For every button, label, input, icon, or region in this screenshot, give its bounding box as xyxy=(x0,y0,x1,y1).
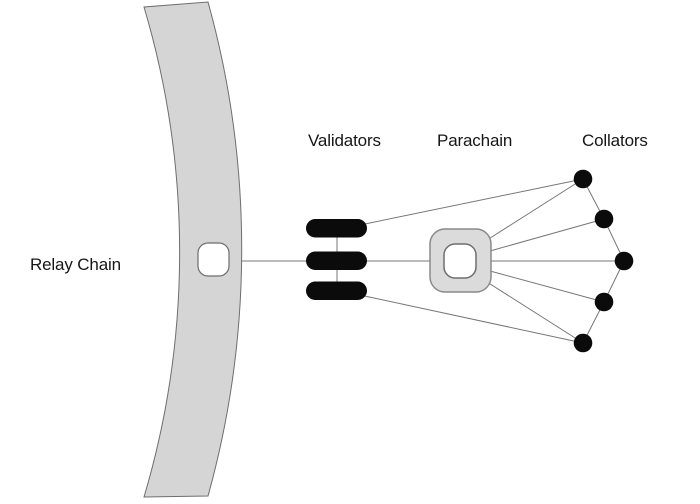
validator-pill-2 xyxy=(306,251,367,270)
parachain-collator-line-5 xyxy=(486,281,584,344)
validator-pill-1 xyxy=(306,219,367,238)
validator-top-collator-line xyxy=(359,178,584,226)
relay-chain-band xyxy=(143,1,243,498)
collator-dot-3 xyxy=(614,251,634,271)
collator-dot-4 xyxy=(594,292,614,312)
collators-label: Collators xyxy=(582,131,648,150)
collator-dot-5 xyxy=(573,333,593,353)
validator-pill-3 xyxy=(306,281,367,300)
validators-label: Validators xyxy=(308,131,381,150)
parachain-node xyxy=(429,228,492,293)
collator-group xyxy=(573,169,634,353)
relay-chain-block xyxy=(197,242,230,277)
collator-dot-1 xyxy=(573,169,593,189)
relay-chain-label: Relay Chain xyxy=(30,255,121,274)
parachain-collator-line-4 xyxy=(489,270,605,303)
validator-bottom-collator-line xyxy=(359,294,584,344)
parachain-label: Parachain xyxy=(437,131,512,150)
parachain-block xyxy=(443,243,477,279)
collator-dot-2 xyxy=(594,209,614,229)
parachain-collator-line-2 xyxy=(489,218,605,252)
parachain-collator-line-1 xyxy=(486,178,584,241)
validator-group xyxy=(306,219,367,300)
